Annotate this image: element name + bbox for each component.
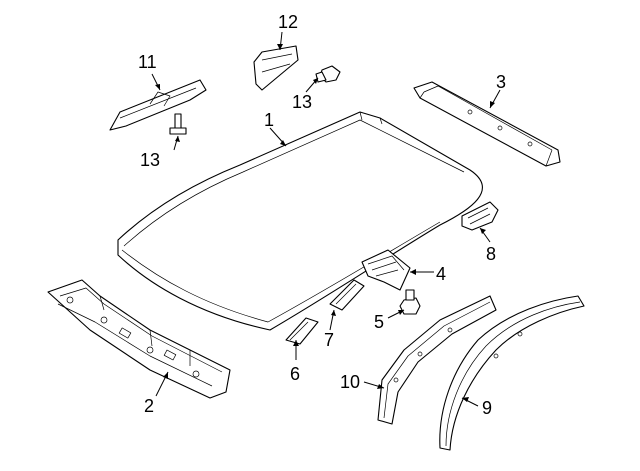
bolt-13-lower (169, 113, 187, 135)
callout-13-upper: 13 (292, 92, 312, 112)
callout-2: 2 (144, 396, 154, 416)
reinforcement-7 (329, 279, 365, 311)
callout-13-lower: 13 (140, 150, 160, 170)
callout-10: 10 (340, 372, 360, 392)
front-header-rail (47, 279, 231, 399)
callout-12: 12 (278, 12, 298, 32)
callout-6: 6 (290, 364, 300, 384)
callout-7: 7 (324, 330, 334, 350)
callout-labels: 1 2 3 4 5 6 7 8 9 10 11 12 13 13 (138, 12, 506, 418)
rear-roof-rail (413, 81, 561, 167)
roof-clip-8 (461, 201, 499, 231)
leader-lines (151, 31, 501, 407)
callout-5: 5 (374, 312, 384, 332)
bracket-12 (253, 45, 299, 91)
bracket-11 (109, 79, 207, 131)
callout-4: 4 (436, 264, 446, 284)
roof-bracket (361, 249, 411, 291)
callout-8: 8 (486, 244, 496, 264)
callout-1: 1 (264, 110, 274, 130)
bolt-13-upper (315, 65, 341, 83)
callout-9: 9 (482, 398, 492, 418)
callout-3: 3 (496, 72, 506, 92)
roof-panel (117, 111, 483, 331)
pillar-reinforcement-10 (377, 295, 497, 425)
side-roof-rail-9 (439, 295, 585, 451)
callout-11: 11 (138, 52, 157, 72)
reinforcement-6 (285, 317, 319, 345)
bolt-5 (399, 289, 421, 315)
